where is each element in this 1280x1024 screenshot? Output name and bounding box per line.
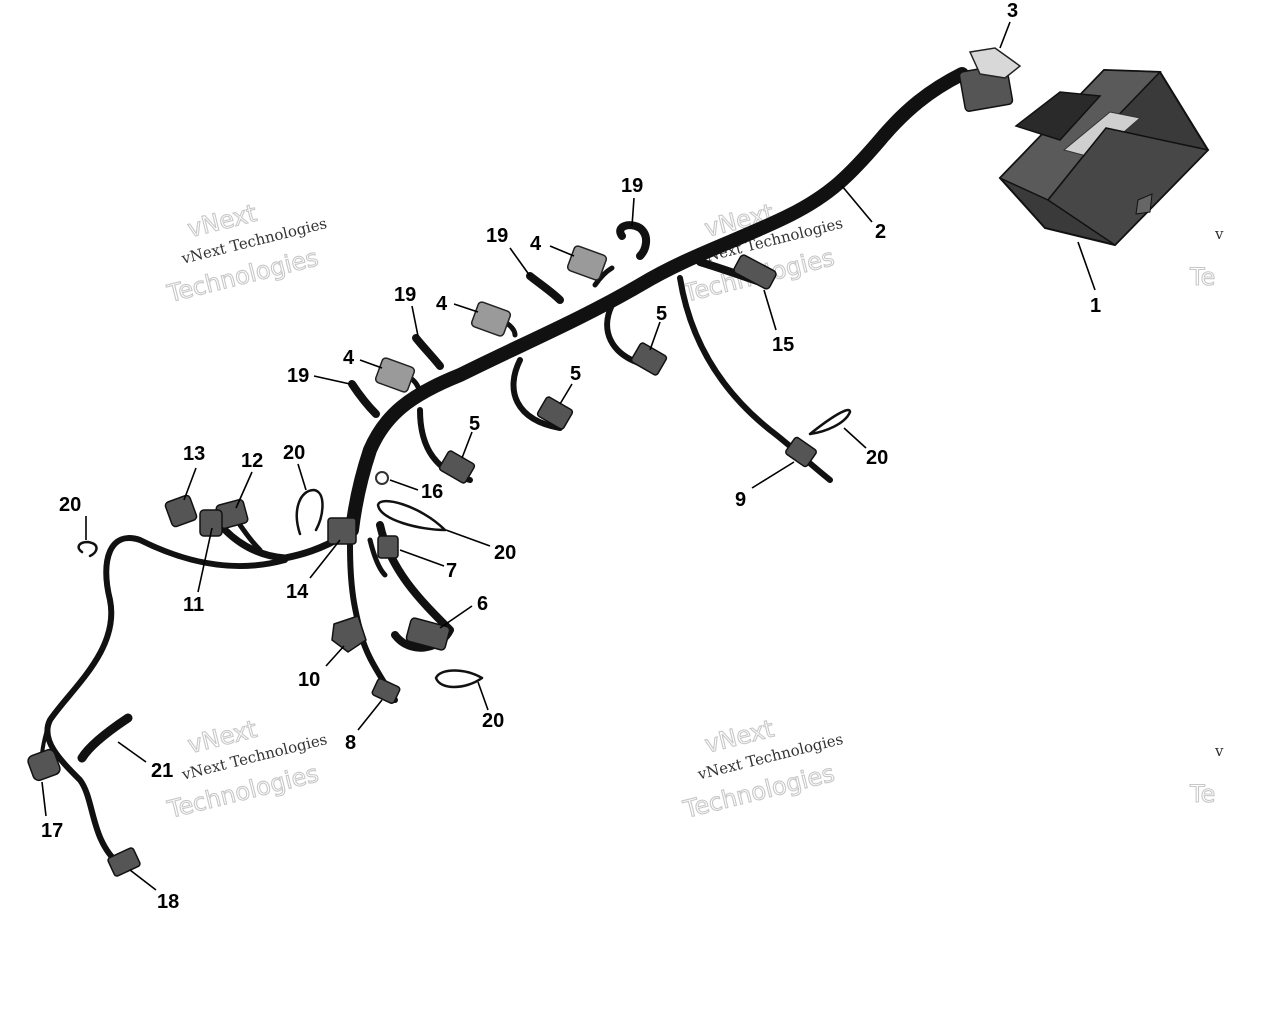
callout-13: 13 xyxy=(183,443,205,465)
callout-20e: 20 xyxy=(482,710,504,732)
callout-21: 21 xyxy=(151,760,173,782)
callout-19b: 19 xyxy=(486,225,508,247)
callout-15: 15 xyxy=(772,334,794,356)
connector-6 xyxy=(405,617,451,651)
callout-20c: 20 xyxy=(494,542,516,564)
connector-17 xyxy=(27,748,61,782)
leader-lines xyxy=(41,21,1096,891)
callout-20b: 20 xyxy=(59,494,81,516)
callout-2: 2 xyxy=(875,221,886,243)
callout-8: 8 xyxy=(345,732,356,754)
connector-4c xyxy=(374,357,416,393)
connector-13 xyxy=(164,494,198,528)
main-harness-trunk xyxy=(39,67,969,868)
callout-12: 12 xyxy=(241,450,263,472)
callout-5b: 5 xyxy=(570,363,581,385)
callout-4b: 4 xyxy=(436,293,448,315)
connector-14 xyxy=(327,517,357,545)
watermark-edge-text: v xyxy=(1214,742,1224,760)
cable-tie-20b xyxy=(77,540,98,558)
callout-5c: 5 xyxy=(469,413,480,435)
connector-5a xyxy=(630,342,668,376)
callout-17: 17 xyxy=(41,820,63,842)
watermark-edge-text: Te xyxy=(1189,780,1215,808)
callout-9: 9 xyxy=(735,489,746,511)
callout-19d: 19 xyxy=(287,365,309,387)
cable-tie-20c xyxy=(376,500,447,532)
connector-10 xyxy=(331,615,367,653)
connector-4b xyxy=(470,301,512,337)
cable-tie-19c xyxy=(412,334,444,370)
cable-tie-19b xyxy=(526,272,564,304)
grommet-21 xyxy=(77,713,133,763)
ring-terminal-16 xyxy=(375,471,389,485)
battery-terminal-connector xyxy=(958,47,1022,112)
callout-11: 11 xyxy=(183,594,204,616)
connector-9 xyxy=(785,436,817,468)
connector-8 xyxy=(371,678,401,704)
callout-1: 1 xyxy=(1090,295,1101,317)
callout-19c: 19 xyxy=(394,284,416,306)
callout-labels: 1 2 3 4 4 4 5 5 5 6 7 8 9 10 11 12 13 14… xyxy=(41,0,1101,913)
connector-7 xyxy=(377,535,399,559)
callout-7: 7 xyxy=(446,560,457,582)
connector-18 xyxy=(107,847,141,877)
connector-4a xyxy=(566,245,608,281)
watermark-edge-text: v xyxy=(1214,225,1224,243)
watermark-bottom-center: vNext vNext Technologies Technologies xyxy=(679,714,845,824)
callout-10: 10 xyxy=(298,669,320,691)
callout-18: 18 xyxy=(157,891,179,913)
cable-tie-20d xyxy=(808,408,852,436)
callout-20a: 20 xyxy=(283,442,305,464)
callout-3: 3 xyxy=(1007,0,1018,22)
callout-20d: 20 xyxy=(866,447,888,469)
connector-15 xyxy=(733,254,777,290)
cable-tie-20e xyxy=(434,669,484,689)
callout-5a: 5 xyxy=(656,303,667,325)
watermark-bottom-left: vNext vNext Technologies Technologies xyxy=(163,714,329,824)
callout-16: 16 xyxy=(421,481,443,503)
cable-tie-19a xyxy=(616,221,650,260)
ecu-module xyxy=(998,68,1210,247)
callout-4a: 4 xyxy=(530,233,542,255)
callout-14: 14 xyxy=(286,581,309,603)
cable-tie-19d xyxy=(348,380,380,418)
callout-4c: 4 xyxy=(343,347,355,369)
watermark-edge-text: Te xyxy=(1189,263,1215,291)
callout-6: 6 xyxy=(477,593,488,615)
watermark-top-left: vNext vNext Technologies Technologies xyxy=(163,198,329,308)
cable-tie-20a xyxy=(295,488,324,536)
callout-19a: 19 xyxy=(621,175,643,197)
